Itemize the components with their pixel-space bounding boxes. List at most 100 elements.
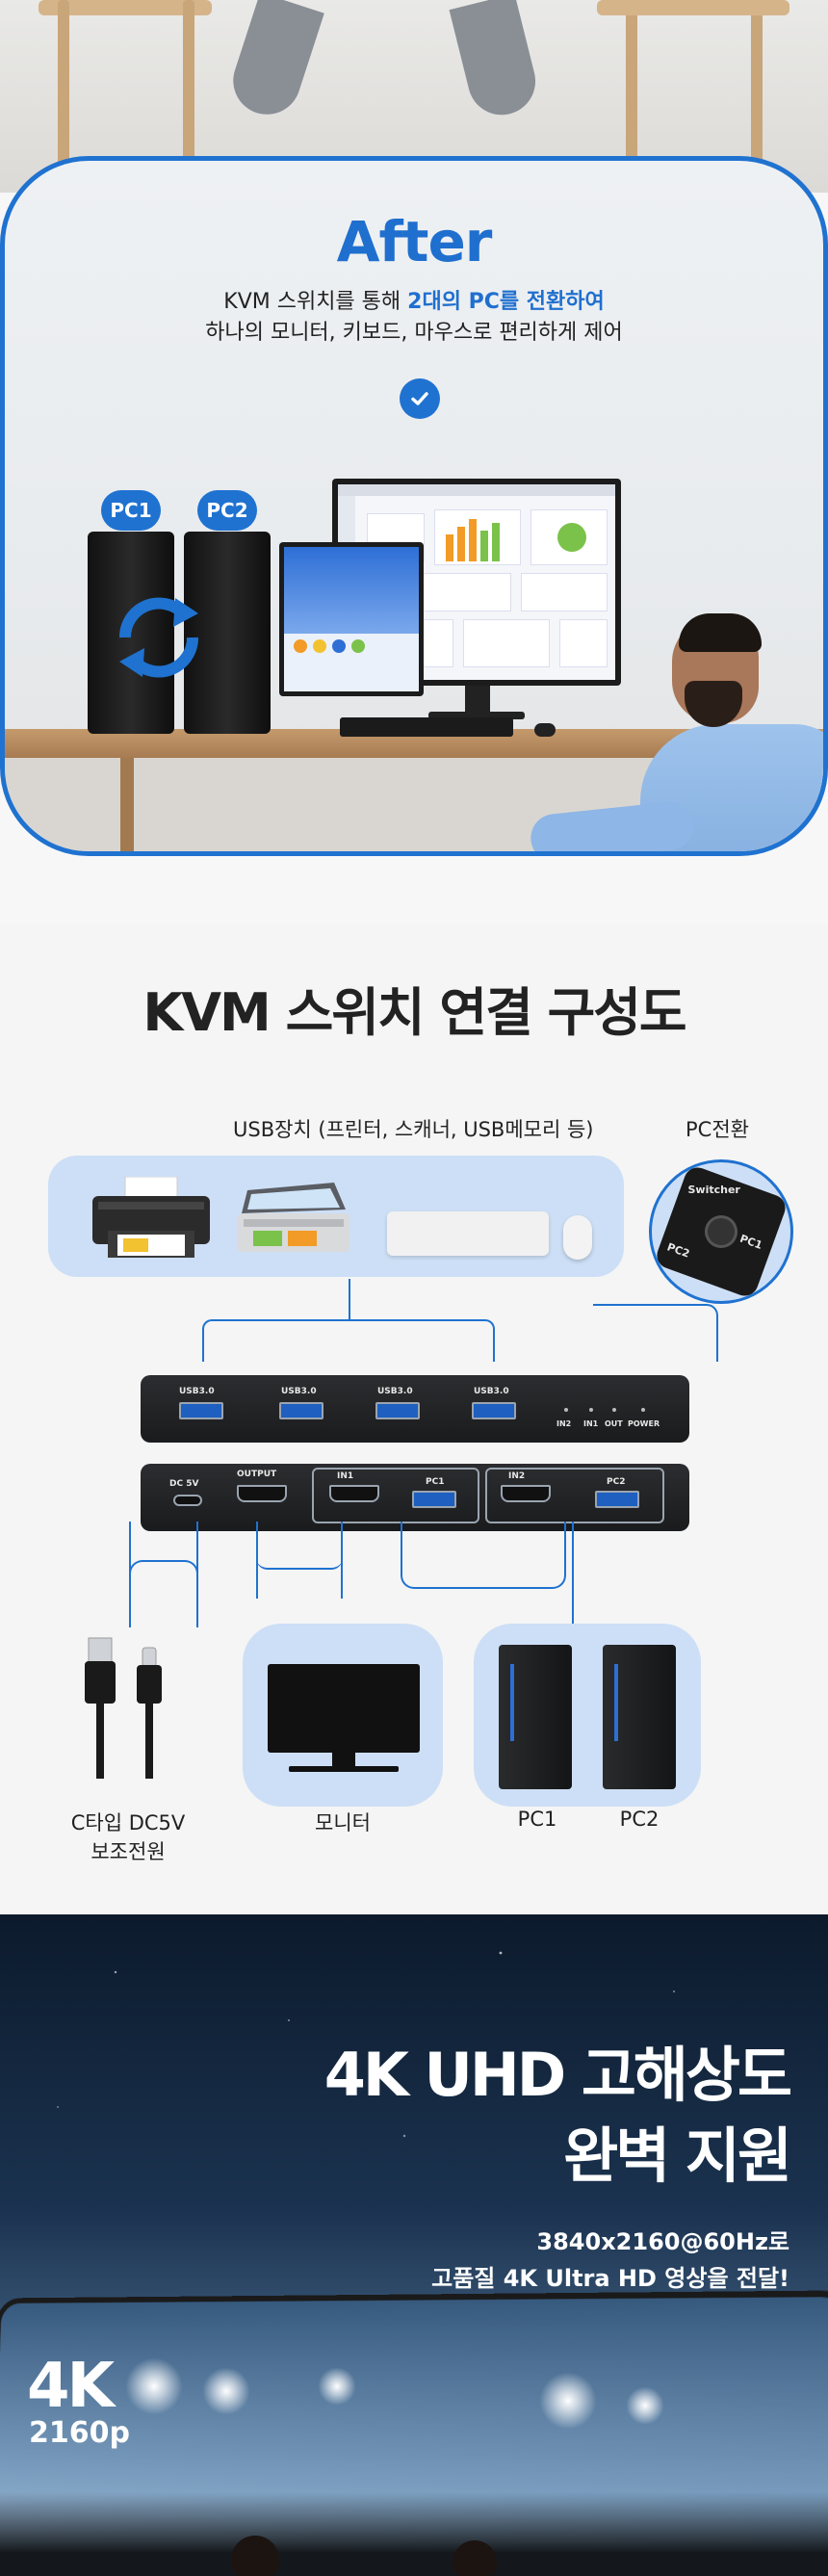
pc2-port-label: PC2 [607,1477,626,1487]
after-description-line1: KVM 스위치를 통해 2대의 PC를 전환하여 [5,284,823,315]
badge-4k: 4K [27,2351,115,2422]
usb-port [472,1402,516,1419]
monitor-label: 모니터 [315,1811,371,1834]
mouse [534,723,556,737]
pc1-connection-line [401,1522,566,1589]
after-title: After [336,209,493,274]
check-icon [400,378,440,419]
dc-label: DC 5V [169,1479,199,1489]
secondary-monitor [279,542,424,696]
switch-device: Switcher PC1 PC2 [653,1163,789,1300]
kvm-title: KVM 스위치 연결 구성도 [142,982,686,1043]
output-label: OUTPUT [237,1470,277,1479]
usb-port [279,1402,323,1419]
usb-pc1-port [412,1491,456,1508]
led-indicator [612,1408,616,1412]
keyboard-icon [387,1211,549,1256]
chair-seat [39,0,212,15]
crowd-head [231,2536,279,2576]
after-text: KVM 스위치를 통해 [223,290,408,314]
night-sky-background [57,1951,675,2138]
switch-connection-line [593,1304,718,1362]
usb-port-label: USB3.0 [179,1387,215,1396]
stadium-light [626,2386,664,2425]
pc2-tower [184,532,271,734]
after-card: After KVM 스위치를 통해 2대의 PC를 전환하여 하나의 모니터, … [0,156,828,856]
uhd-title-line1: 4K UHD 고해상도 [323,2040,792,2110]
led-indicator [589,1408,593,1412]
led-label: IN1 [583,1419,599,1428]
switch-brand: Switcher [687,1183,740,1196]
pc-switch-label: PC전환 [686,1118,749,1141]
pc2-badge: PC2 [197,490,257,531]
kvm-front-panel: USB3.0 USB3.0 USB3.0 USB3.0 IN2 IN1 OUT … [141,1375,689,1443]
monitor-stand [465,686,490,715]
printer-icon [92,1177,210,1258]
uhd-subtitle-line1: 3840x2160@60Hz로 [536,2228,789,2255]
hdmi-in1-port [329,1485,379,1502]
crowd-head [453,2540,497,2576]
pc2-icon [603,1645,676,1789]
in2-label: IN2 [508,1471,526,1481]
badge-2160p: 2160p [29,2416,130,2450]
led-indicator [564,1408,568,1412]
after-highlight: 2대의 PC를 전환하여 [407,290,605,314]
pc-switch-button: Switcher PC1 PC2 [649,1159,793,1304]
mouse-icon [563,1215,592,1260]
cable-label-line2: 보조전원 [91,1840,166,1863]
person-leg [224,0,324,123]
led-label: POWER [628,1419,660,1428]
chair-leg [58,0,69,193]
led-indicator [641,1408,645,1412]
usb-port-label: USB3.0 [474,1387,509,1396]
monitor-base [428,712,525,719]
usb-port-label: USB3.0 [377,1387,413,1396]
chair-seat [597,0,789,15]
usb-port [179,1402,223,1419]
chair-leg [183,0,194,193]
cable-label-line1: C타입 DC5V [70,1811,186,1834]
person-hair [679,613,762,652]
person-leg [449,0,543,122]
hdmi-output-port [237,1485,287,1502]
keyboard [340,717,513,737]
pc2-connection-line [572,1522,610,1627]
monitor-icon-stand [332,1753,355,1768]
usb-devices-label: USB장치 (프린터, 스캐너, USB메모리 등) [233,1118,594,1141]
led-label: IN2 [556,1419,572,1428]
usb-port-label: USB3.0 [281,1387,317,1396]
pc1-badge: PC1 [101,490,161,531]
monitor-icon-base [289,1766,399,1772]
uhd-title-line2: 완벽 지원 [563,2121,792,2191]
led-label: OUT [605,1419,623,1428]
scanner-icon [238,1183,349,1252]
switch-pc1: PC1 [737,1232,764,1252]
sync-arrows-icon [118,597,199,678]
pc1-label: PC1 [517,1808,557,1831]
pc1-port-group [312,1468,479,1523]
stadium-light [125,2357,183,2415]
pc2-label: PC2 [619,1808,660,1831]
usb-port [375,1402,420,1419]
kvm-diagram-section: KVM 스위치 연결 구성도 USB장치 (프린터, 스캐너, USB메모리 등… [0,924,828,1914]
desk-leg [120,758,134,851]
stadium-light [318,2367,356,2406]
chair-leg [751,0,763,193]
after-section: After KVM 스위치를 통해 2대의 PC를 전환하여 하나의 모니터, … [0,0,828,924]
switch-knob-icon [700,1210,742,1253]
kvm-rear-panel: DC 5V OUTPUT IN1 PC1 IN2 PC2 [141,1464,689,1531]
chair-leg [626,0,637,193]
pc1-port-label: PC1 [426,1477,445,1487]
stadium-light [202,2367,250,2415]
usb-c-power-cable-icon [85,1637,162,1779]
usb-connection-line [202,1319,495,1362]
monitor-connection-line [256,1531,343,1570]
usb-pc2-port [595,1491,639,1508]
switch-pc2: PC2 [665,1240,691,1261]
monitor-icon [268,1664,420,1753]
usb-connection-line [349,1279,350,1319]
after-description-line2: 하나의 모니터, 키보드, 마우스로 편리하게 제어 [205,321,623,345]
stadium-light [539,2372,597,2430]
analytics-screen [284,547,419,691]
